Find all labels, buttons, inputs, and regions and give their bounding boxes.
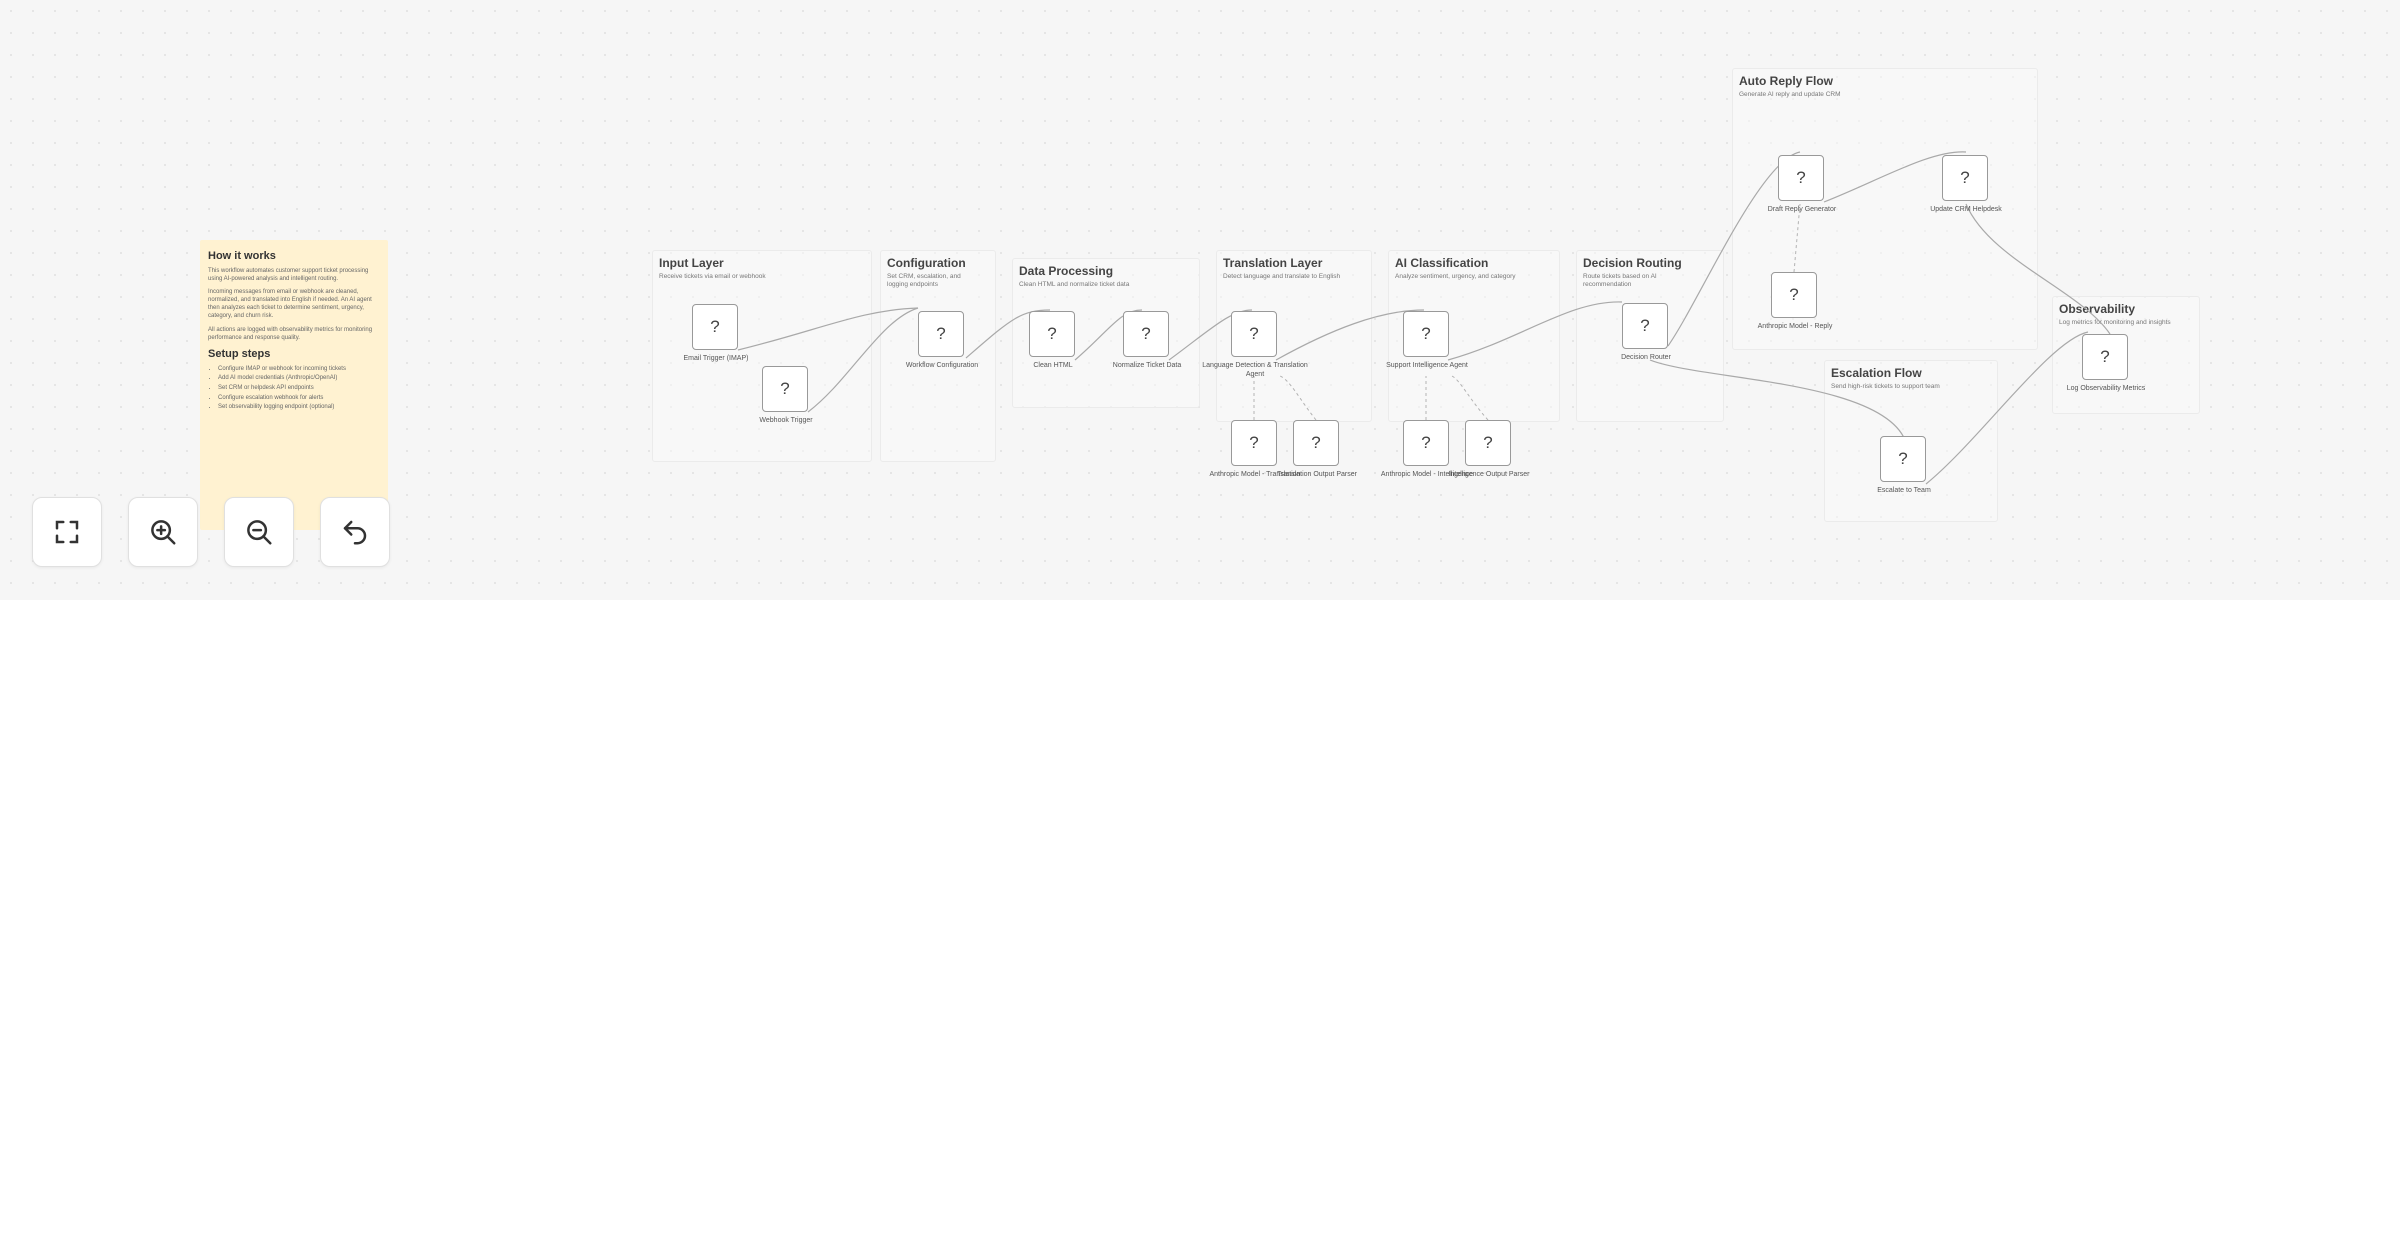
- sticky-title: How it works: [208, 250, 276, 262]
- group-description: Receive tickets via email or webhook: [659, 273, 766, 280]
- node-update-crm-helpdesk[interactable]: ? Update CRM Helpdesk: [1930, 155, 2002, 213]
- unknown-node-icon: ?: [1421, 433, 1431, 452]
- sticky-paragraph: This workflow automates customer support…: [208, 268, 369, 283]
- unknown-node-icon: ?: [1311, 433, 1321, 452]
- node-workflow-configuration[interactable]: ? Workflow Configuration: [906, 311, 978, 369]
- group-description: Route tickets based on AI recommendation: [1583, 273, 1657, 289]
- unknown-node-icon: ?: [1249, 324, 1259, 343]
- unknown-node-icon: ?: [780, 379, 790, 398]
- setup-steps-list: Configure IMAP or webhook for incoming t…: [208, 365, 380, 413]
- setup-step: Configure IMAP or webhook for incoming t…: [218, 365, 380, 375]
- node-label: Update CRM Helpdesk: [1930, 206, 2002, 213]
- node-support-intelligence-agent[interactable]: ? Support Intelligence Agent: [1386, 311, 1468, 369]
- node-label: Anthropic Model - Translation: [1209, 471, 1301, 478]
- unknown-node-icon: ?: [1421, 324, 1431, 343]
- unknown-node-icon: ?: [710, 317, 720, 336]
- group-title: Input Layer: [659, 256, 724, 270]
- node-email-trigger[interactable]: ? Email Trigger (IMAP): [684, 304, 748, 362]
- group-description: Log metrics for monitoring and insights: [2059, 319, 2171, 326]
- group-title: Escalation Flow: [1831, 366, 1922, 380]
- node-label: Draft Reply Generator: [1767, 206, 1837, 213]
- unknown-node-icon: ?: [1960, 168, 1970, 187]
- group-description: Detect language and translate to English: [1223, 273, 1341, 280]
- node-label: Support Intelligence Agent: [1386, 362, 1468, 369]
- unknown-node-icon: ?: [1898, 449, 1908, 468]
- group-title: Auto Reply Flow: [1739, 74, 1833, 88]
- group-description: Set CRM, escalation, and logging endpoin…: [887, 273, 961, 289]
- setup-step: Set observability logging endpoint (opti…: [218, 403, 380, 413]
- group-description: Clean HTML and normalize ticket data: [1019, 281, 1130, 288]
- unknown-node-icon: ?: [1483, 433, 1493, 452]
- node-label: Translation Output Parser: [1277, 471, 1357, 478]
- group-title: Translation Layer: [1223, 256, 1323, 270]
- node-label: Email Trigger (IMAP): [683, 355, 749, 362]
- node-decision-router[interactable]: ? Decision Router: [1621, 303, 1671, 361]
- unknown-node-icon: ?: [1047, 324, 1057, 343]
- zoom-out-button[interactable]: [224, 497, 294, 567]
- node-translation-agent[interactable]: ? Language Detection & Translation Agent: [1202, 311, 1308, 378]
- unknown-node-icon: ?: [1141, 324, 1151, 343]
- node-intelligence-output-parser[interactable]: ? Intelligence Output Parser: [1449, 420, 1529, 478]
- sticky-note[interactable]: How it works This workflow automates cus…: [200, 240, 388, 530]
- workflow-canvas[interactable]: How it works This workflow automates cus…: [0, 0, 2400, 600]
- node-webhook-trigger[interactable]: ? Webhook Trigger: [759, 366, 813, 424]
- node-clean-html[interactable]: ? Clean HTML: [1029, 311, 1075, 369]
- node-label: Intelligence Output Parser: [1448, 471, 1530, 478]
- node-log-observability-metrics[interactable]: ? Log Observability Metrics: [2067, 334, 2145, 392]
- setup-title: Setup steps: [208, 347, 271, 360]
- group-description: Generate AI reply and update CRM: [1739, 91, 1841, 98]
- zoom-out-icon: [247, 520, 272, 545]
- unknown-node-icon: ?: [1640, 316, 1650, 335]
- setup-step: Add AI model credentials (Anthropic/Open…: [218, 374, 380, 384]
- unknown-node-icon: ?: [1796, 168, 1806, 187]
- node-label: Clean HTML: [1033, 362, 1073, 369]
- node-translation-output-parser[interactable]: ? Translation Output Parser: [1277, 420, 1357, 478]
- unknown-node-icon: ?: [1789, 285, 1799, 304]
- fit-view-button[interactable]: [32, 497, 102, 567]
- node-label: Webhook Trigger: [759, 417, 813, 424]
- undo-icon: [343, 520, 367, 545]
- node-escalate-to-team[interactable]: ? Escalate to Team: [1877, 436, 1931, 494]
- group-description: Analyze sentiment, urgency, and category: [1395, 273, 1516, 280]
- node-label: Log Observability Metrics: [2066, 385, 2146, 392]
- node-normalize-ticket-data[interactable]: ? Normalize Ticket Data: [1113, 311, 1181, 369]
- group-title: Data Processing: [1019, 264, 1114, 278]
- setup-step: Configure escalation webhook for alerts: [218, 394, 380, 404]
- canvas-controls: [32, 497, 390, 567]
- group-title: AI Classification: [1395, 256, 1489, 270]
- node-draft-reply-generator[interactable]: ? Draft Reply Generator: [1768, 155, 1836, 213]
- unknown-node-icon: ?: [936, 324, 946, 343]
- unknown-node-icon: ?: [2100, 347, 2110, 366]
- node-anthropic-model-intelligence[interactable]: ? Anthropic Model - Intelligence: [1381, 420, 1473, 478]
- node-anthropic-model-translation[interactable]: ? Anthropic Model - Translation: [1209, 420, 1301, 478]
- setup-step: Set CRM or helpdesk API endpoints: [218, 384, 380, 394]
- node-label: Workflow Configuration: [905, 362, 979, 369]
- group-title: Configuration: [887, 256, 966, 270]
- node-label: Escalate to Team: [1877, 487, 1931, 494]
- node-anthropic-model-reply[interactable]: ? Anthropic Model - Reply: [1758, 272, 1832, 330]
- group-title: Observability: [2059, 302, 2136, 316]
- unknown-node-icon: ?: [1249, 433, 1259, 452]
- sticky-paragraph: Incoming messages from email or webhook …: [208, 289, 372, 320]
- node-label: Decision Router: [1621, 354, 1671, 361]
- node-label: Anthropic Model - Reply: [1757, 323, 1833, 330]
- group-title: Decision Routing: [1583, 256, 1682, 270]
- node-label: Language Detection & Translation Agent: [1202, 362, 1308, 378]
- group-description: Send high-risk tickets to support team: [1831, 383, 1940, 390]
- reset-zoom-button[interactable]: [320, 497, 390, 567]
- node-label: Normalize Ticket Data: [1112, 362, 1182, 369]
- zoom-in-button[interactable]: [128, 497, 198, 567]
- sticky-paragraph: All actions are logged with observabilit…: [208, 326, 373, 341]
- node-label: Anthropic Model - Intelligence: [1380, 471, 1474, 478]
- zoom-in-icon: [151, 520, 176, 545]
- fullscreen-icon: [55, 520, 79, 544]
